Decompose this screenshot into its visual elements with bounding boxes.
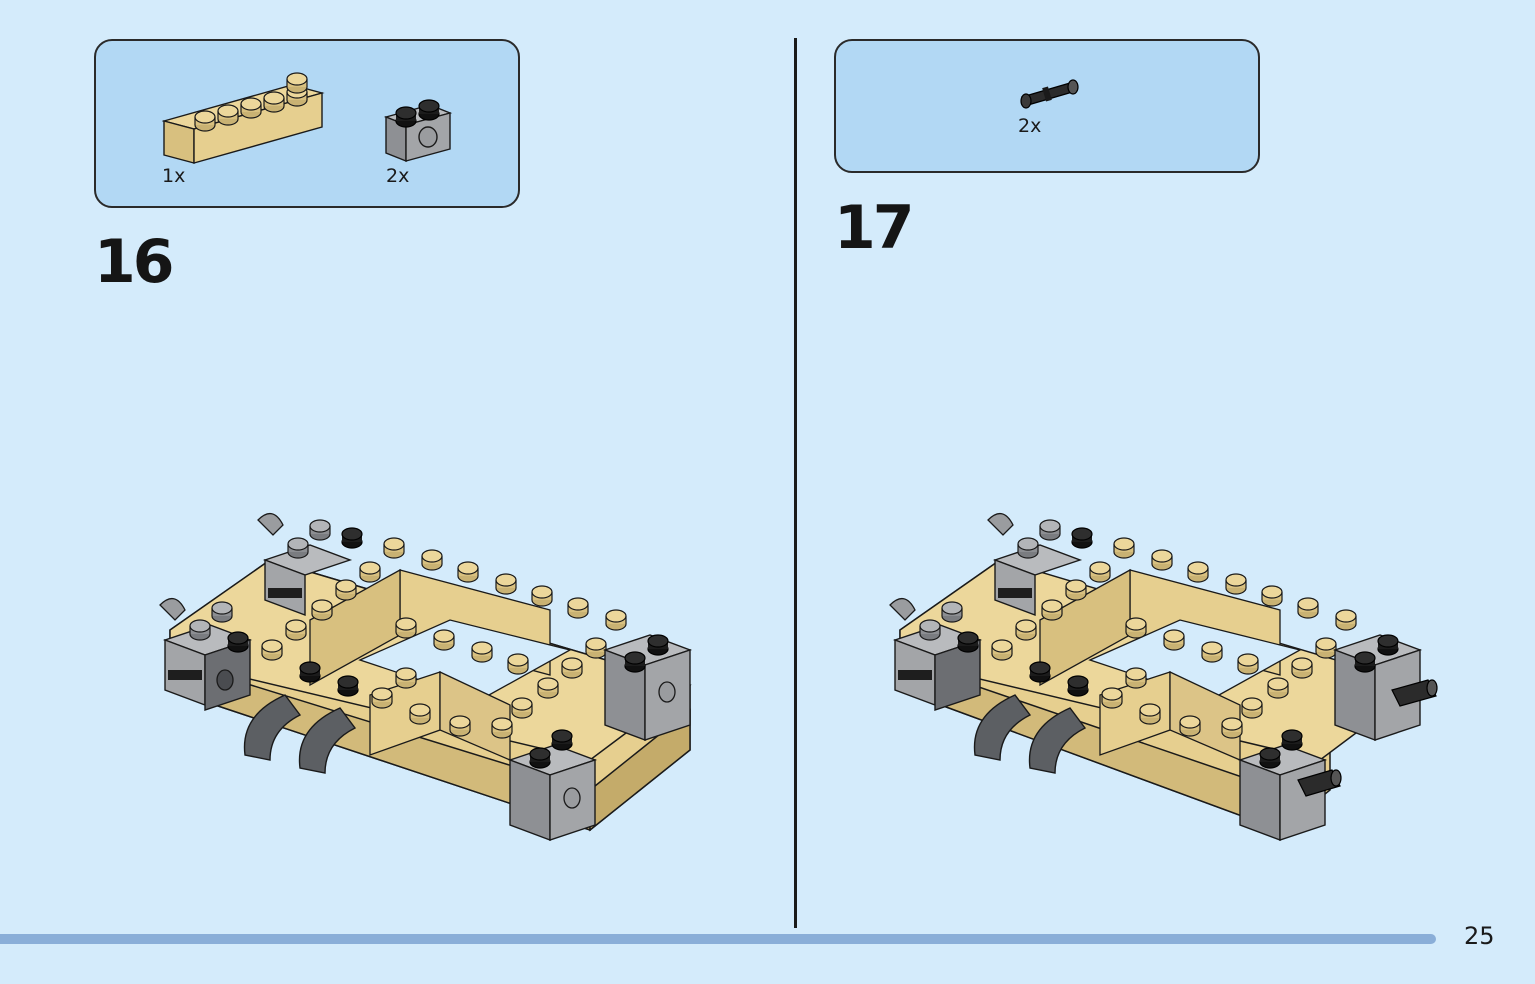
black-technic-pin-icon <box>1020 79 1079 109</box>
part-quantity: 2x <box>1018 115 1042 137</box>
page-number: 25 <box>1464 922 1495 950</box>
step-divider <box>794 38 797 928</box>
part-quantity: 2x <box>386 165 410 187</box>
part-quantity: 1x <box>162 165 186 187</box>
gray-technic-brick-1x2-icon <box>384 99 453 163</box>
page-progress-bar <box>0 934 1436 944</box>
tan-1x6-brick-icon <box>162 72 325 164</box>
parts-list-box-step-17: 2x <box>834 39 1260 173</box>
step-number: 16 <box>94 227 174 297</box>
parts-list-box-step-16: 1x 2x <box>94 39 520 208</box>
step-number: 17 <box>834 193 914 263</box>
step-17-assembly-illustration <box>889 513 1438 842</box>
step-16-assembly-illustration <box>159 513 693 842</box>
